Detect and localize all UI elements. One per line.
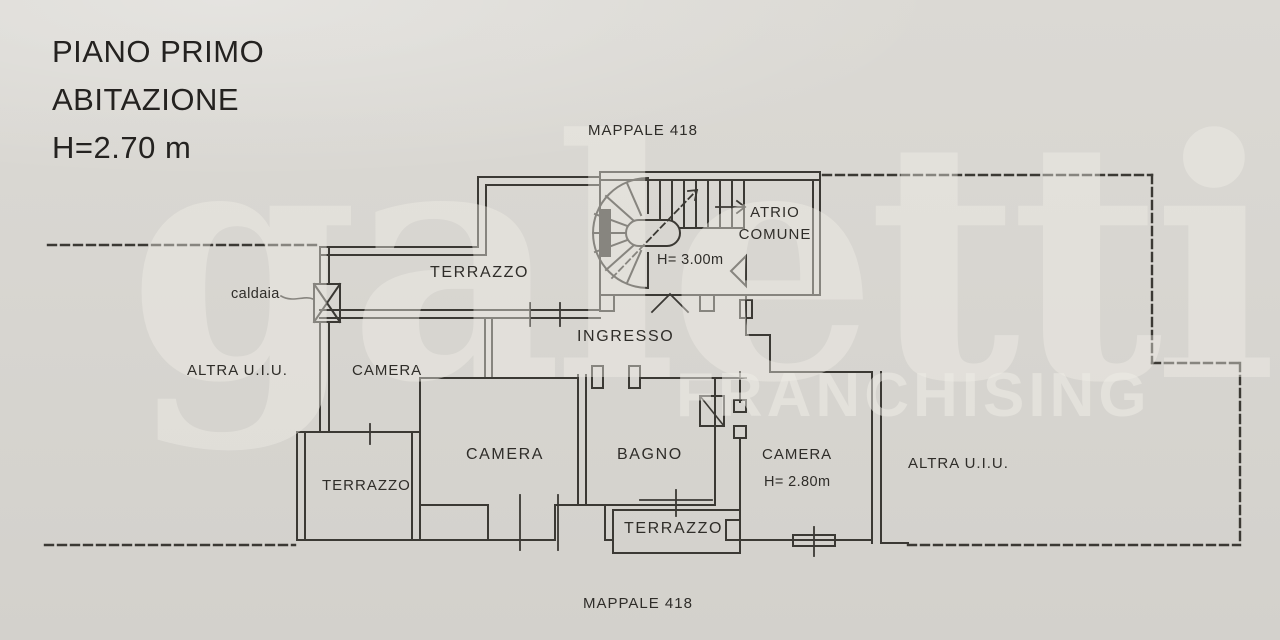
camera-top-label: CAMERA [352,362,423,379]
title-block: PIANO PRIMO ABITAZIONE H=2.70 m [52,28,264,172]
atrio-line2: COMUNE [738,226,812,243]
atrio-door-icon [729,253,747,289]
ingresso-label: INGRESSO [577,328,675,345]
ingresso-right-wall [739,294,873,373]
bagno-label: BAGNO [617,446,683,463]
atrio-comune-label: ATRIO COMUNE [730,202,820,246]
atrio-height-label: H= 3.00m [657,252,724,268]
altra-uiu-left-label: ALTRA U.I.U. [187,362,288,379]
terrazzo-left-label: TERRAZZO [322,477,411,494]
lower-left-terrace-walls [296,431,421,541]
caldaia-symbol [279,282,342,324]
bottom-terrace-walls [612,509,741,554]
bagno-walls [585,377,726,517]
right-separator-wall [871,371,909,544]
camera-right-walls [725,371,873,557]
atrio-line1: ATRIO [750,204,800,221]
entrance-opening [599,292,715,314]
terrazzo-bottom-label: TERRAZZO [624,520,724,537]
caldaia-label: caldaia [231,286,280,302]
stairwell-walls [592,171,821,296]
camera-top-walls [296,317,493,445]
stair-direction-arrow [610,188,747,280]
boundary-dashed-lines [43,173,1242,547]
title-height: H=2.70 m [52,130,192,165]
title-use: ABITAZIONE [52,82,240,117]
camera-right-height-label: H= 2.80m [764,474,831,490]
title-floor: PIANO PRIMO [52,34,265,69]
altra-uiu-right-label: ALTRA U.I.U. [908,455,1009,472]
terrazzo-top-label: TERRAZZO [430,264,530,281]
mappale-bottom-label: MAPPALE 418 [583,595,693,612]
camera-mid-label: CAMERA [466,446,545,463]
camera-right-label: CAMERA [762,446,833,463]
interior-mid-wall [419,365,747,433]
upper-terrace-walls [319,176,601,433]
apartment-top-wall [319,294,821,327]
mappale-top-label: MAPPALE 418 [588,122,698,139]
